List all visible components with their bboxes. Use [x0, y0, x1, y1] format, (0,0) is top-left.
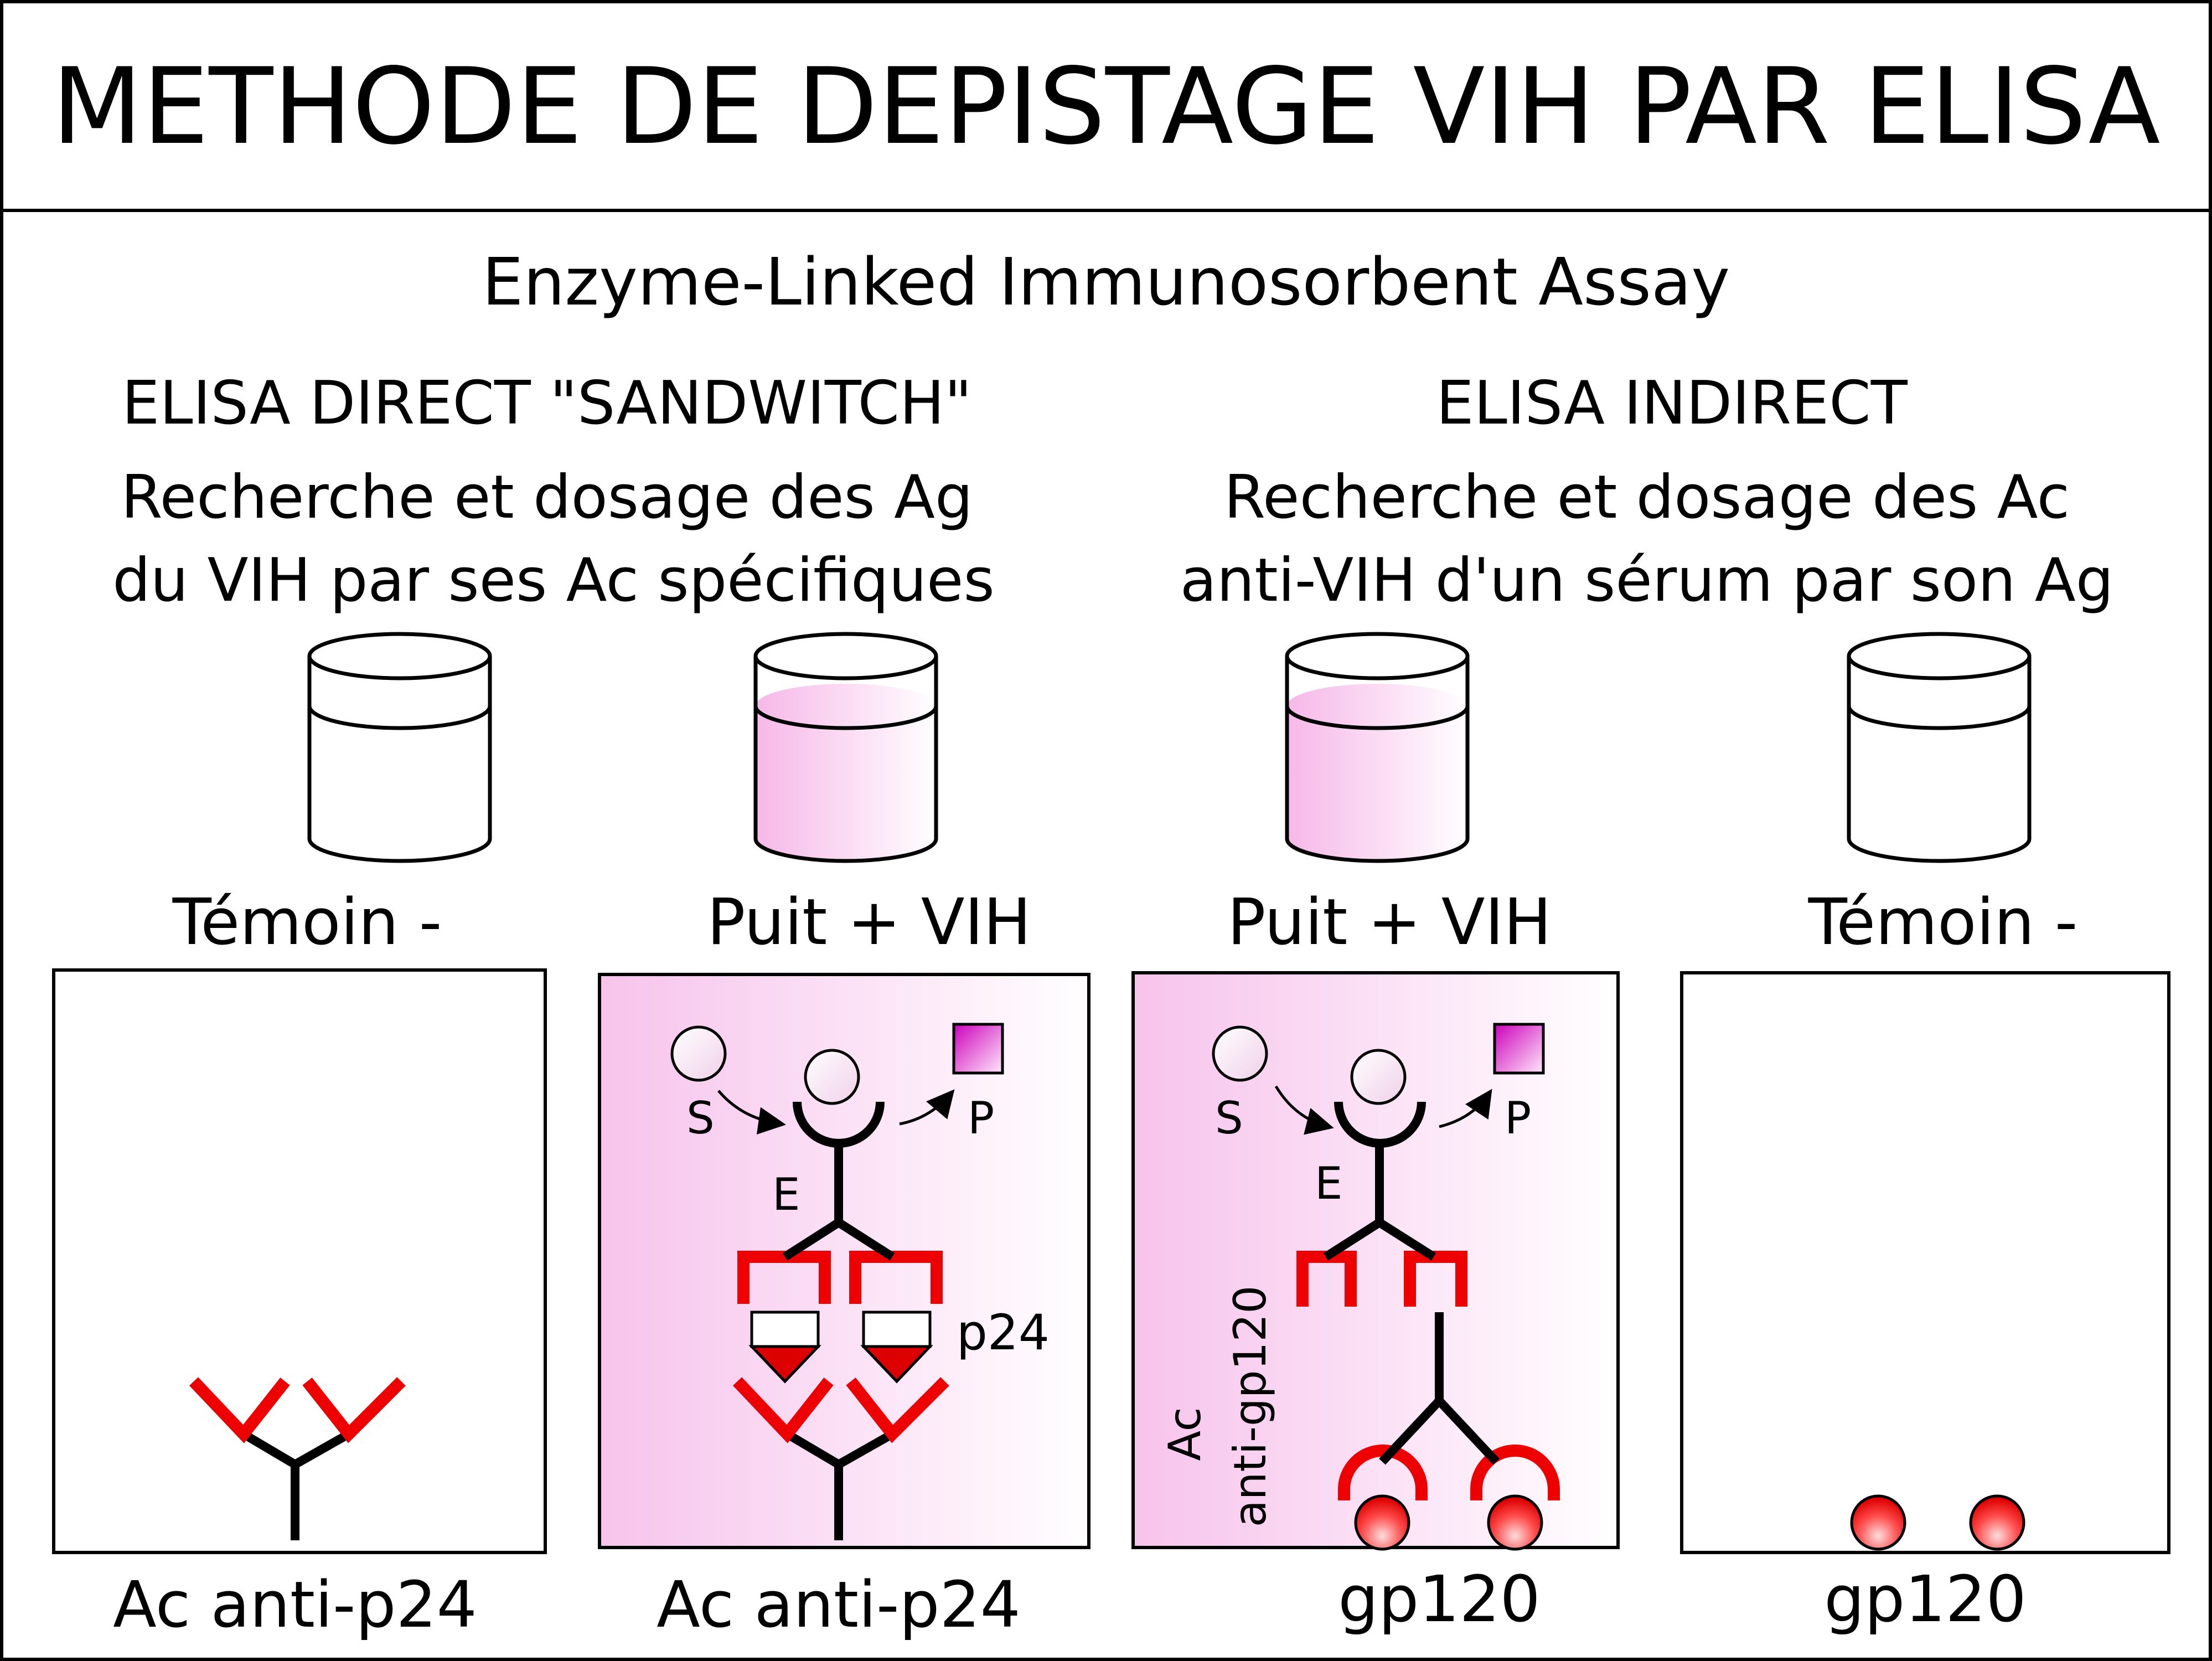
direct-desc-line1: Recherche et dosage des Ag	[121, 463, 973, 532]
enzyme-label-indirect: E	[1315, 1158, 1343, 1209]
indirect-desc-line2: anti-VIH d'un sérum par son Ag	[1180, 546, 2114, 615]
page-title: METHODE DE DEPISTAGE VIH PAR ELISA	[51, 45, 2160, 168]
gp120-control-right	[1969, 1494, 2025, 1551]
sandwich-capture-antibody	[733, 1377, 949, 1540]
gp120-antigen-right	[1487, 1494, 1543, 1551]
indirect-control-label: Témoin -	[1808, 885, 2078, 960]
direct-desc-line2: du VIH par ses Ac spécifiques	[112, 546, 994, 615]
well-cup-direct-control	[307, 632, 492, 863]
well-cup-direct-test	[753, 632, 938, 863]
enzyme-site-circle	[804, 1049, 860, 1105]
indirect-control-bottom-label: gp120	[1824, 1562, 2027, 1637]
substrate-label-indirect: S	[1215, 1092, 1243, 1144]
p24-antigen-left	[748, 1311, 821, 1384]
gp120-control-left	[1850, 1494, 1906, 1551]
arrow-enzyme-to-product	[899, 1089, 955, 1126]
gp120-antigen-left	[1354, 1494, 1410, 1551]
secondary-enzyme-antibody	[1296, 1101, 1467, 1307]
product-label: P	[968, 1092, 994, 1144]
capture-antibody	[189, 1377, 406, 1540]
panel-indirect-control	[1680, 971, 2170, 1554]
p24-antigen-right	[860, 1311, 933, 1384]
substrate-circle	[670, 1025, 727, 1082]
panel-direct-control	[52, 968, 547, 1554]
indirect-test-label: Puit + VIH	[1227, 885, 1552, 960]
direct-test-bottom-label: Ac anti-p24	[657, 1568, 1021, 1642]
antibody-label-line2: anti-gp120	[1224, 1286, 1276, 1527]
enzyme-label: E	[772, 1169, 800, 1220]
arrow-enzyme-to-product-indirect	[1439, 1089, 1492, 1128]
substrate-label: S	[686, 1092, 715, 1144]
subtitle: Enzyme-Linked Immunosorbent Assay	[482, 244, 1730, 320]
indirect-desc-line1: Recherche et dosage des Ac	[1224, 463, 2070, 532]
product-square	[952, 1023, 1004, 1075]
direct-test-label: Puit + VIH	[707, 885, 1031, 960]
direct-heading: ELISA DIRECT "SANDWITCH"	[122, 369, 972, 438]
indirect-test-bottom-label: gp120	[1338, 1562, 1541, 1637]
indirect-heading: ELISA INDIRECT	[1436, 369, 1908, 438]
well-cup-indirect-test	[1285, 632, 1470, 863]
serum-antibody-anti-gp120	[1338, 1312, 1560, 1500]
arrow-substrate-to-enzyme-indirect	[1274, 1085, 1334, 1135]
substrate-circle-indirect	[1212, 1025, 1268, 1082]
well-cup-indirect-control	[1847, 632, 2032, 863]
direct-control-label: Témoin -	[172, 885, 442, 960]
product-label-indirect: P	[1505, 1092, 1531, 1144]
enzyme-conjugate-antibody	[737, 1101, 943, 1304]
antibody-label-line1: Ac	[1159, 1407, 1211, 1461]
direct-control-bottom-label: Ac anti-p24	[113, 1568, 477, 1642]
arrow-substrate-to-enzyme	[717, 1090, 786, 1135]
p24-label: p24	[957, 1304, 1050, 1361]
product-square-indirect	[1493, 1023, 1545, 1075]
enzyme-site-circle-indirect	[1350, 1049, 1407, 1105]
